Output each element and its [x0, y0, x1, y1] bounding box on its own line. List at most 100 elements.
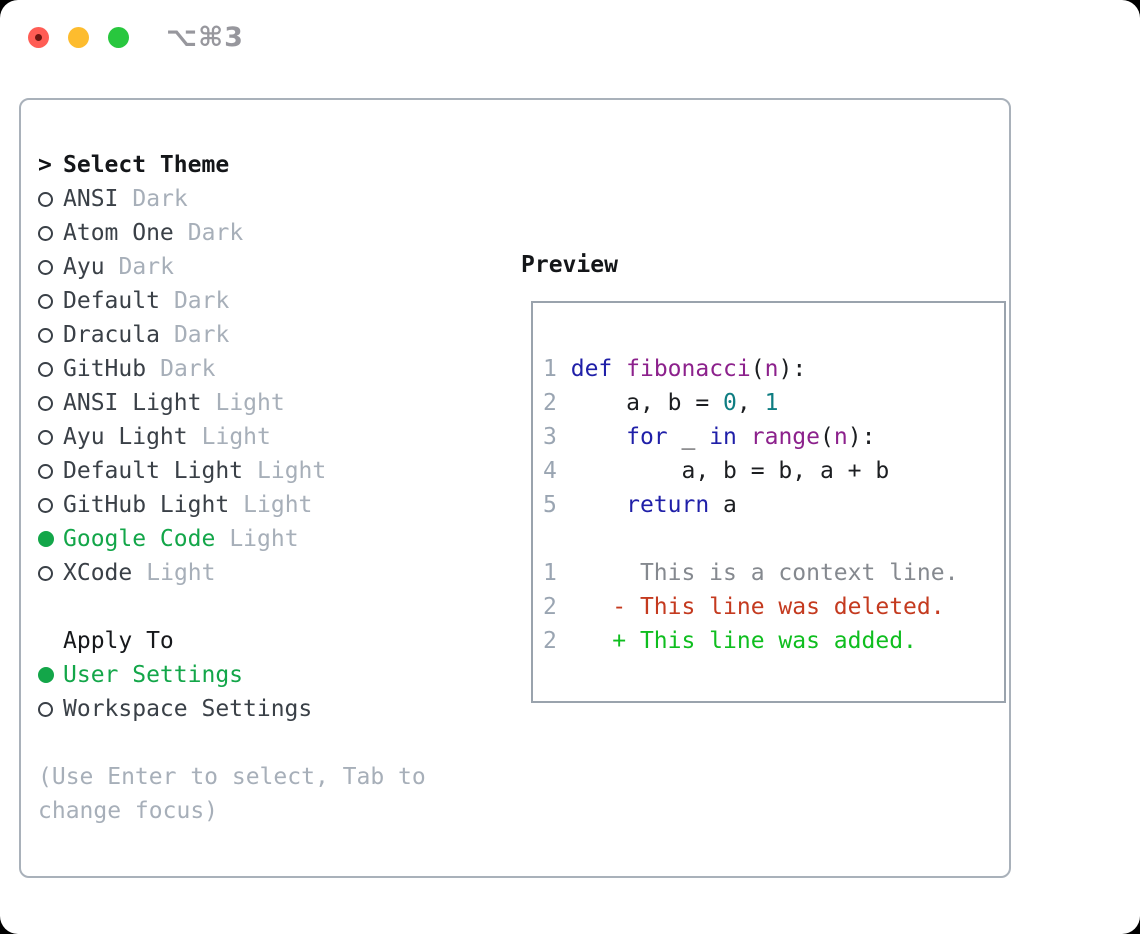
theme-option-xcode-light[interactable]: XCode Light: [38, 556, 426, 590]
radio-icon: [38, 463, 53, 479]
preview-header-label: Preview: [521, 252, 618, 278]
theme-variant: Dark: [187, 220, 244, 246]
line-number: 2: [543, 390, 557, 416]
theme-option-default-dark[interactable]: Default Dark: [38, 284, 426, 318]
code-token: a: [709, 492, 737, 518]
radio-icon: [38, 395, 53, 411]
apply-option-label: User Settings: [63, 662, 244, 688]
line-number: 2: [543, 594, 557, 620]
theme-variant: Light: [229, 526, 299, 552]
code-token: (: [750, 356, 765, 382]
close-button-icon[interactable]: [28, 27, 49, 48]
code-token: [557, 492, 626, 518]
selection-caret-icon: >: [38, 152, 52, 178]
diff-context-text: This is a context line.: [556, 560, 959, 586]
theme-variant: Light: [146, 560, 216, 586]
theme-option-atom-one-dark[interactable]: Atom One Dark: [38, 216, 426, 250]
theme-option-ansi-dark[interactable]: ANSI Dark: [38, 182, 426, 216]
blank-line: [543, 318, 1004, 352]
radio-selected-icon: [38, 667, 54, 683]
theme-name: Ayu Light: [63, 424, 188, 450]
theme-option-default-light[interactable]: Default Light Light: [38, 454, 426, 488]
code-token: for: [626, 424, 668, 450]
theme-variant: Dark: [132, 186, 188, 212]
code-token: a, b = b, a + b: [556, 458, 890, 484]
radio-icon: [38, 327, 53, 343]
theme-name: GitHub: [63, 356, 147, 382]
code-line: 3 for _ in range(n):: [543, 420, 1004, 454]
theme-name: Ayu: [63, 254, 105, 280]
radio-icon: [38, 293, 53, 309]
diff-deleted-text: - This line was deleted.: [556, 594, 945, 620]
theme-variant: Dark: [160, 356, 216, 382]
window-title-shortcut: ⌥⌘3: [166, 22, 244, 53]
theme-option-dracula-dark[interactable]: Dracula Dark: [38, 318, 426, 352]
code-token: (: [820, 424, 834, 450]
select-theme-header: > Select Theme: [38, 148, 426, 182]
theme-variant: Light: [201, 424, 271, 450]
diff-context-line: 1 This is a context line.: [543, 556, 1004, 590]
code-token: [557, 424, 626, 450]
theme-name: ANSI Light: [63, 390, 202, 416]
theme-option-github-dark[interactable]: GitHub Dark: [38, 352, 426, 386]
keyboard-hint-line1: (Use Enter to select, Tab to: [38, 764, 426, 790]
radio-icon: [38, 259, 53, 275]
apply-to-header-label: Apply To: [63, 628, 174, 654]
code-token: 0: [723, 390, 737, 416]
code-token: def: [570, 356, 613, 382]
code-token: range: [750, 424, 821, 450]
apply-option-workspace-settings[interactable]: Workspace Settings: [38, 692, 426, 726]
line-number: 1: [543, 356, 557, 382]
line-number: 5: [543, 492, 557, 518]
theme-name: XCode: [63, 560, 133, 586]
zoom-button-icon[interactable]: [108, 27, 129, 48]
radio-icon: [38, 497, 53, 513]
code-token: n: [833, 424, 848, 450]
line-number: 2: [543, 628, 557, 654]
minimize-button-icon[interactable]: [68, 27, 89, 48]
code-token: _: [667, 424, 710, 450]
radio-icon: [38, 361, 53, 377]
theme-option-google-code-light[interactable]: Google Code Light: [38, 522, 426, 556]
diff-added-text: + This line was added.: [556, 628, 917, 654]
theme-variant: Dark: [173, 288, 230, 314]
code-token: a, b =: [556, 390, 724, 416]
code-token: [612, 356, 626, 382]
code-token: in: [709, 424, 737, 450]
preview-box: 1 def fibonacci(n): 2 a, b = 0, 1 3 for …: [531, 301, 1006, 703]
code-token: ,: [736, 390, 765, 416]
radio-icon: [38, 225, 53, 241]
code-line: 4 a, b = b, a + b: [543, 454, 1004, 488]
theme-option-ansi-light[interactable]: ANSI Light Light: [38, 386, 426, 420]
theme-variant: Light: [243, 492, 313, 518]
theme-option-ayu-light[interactable]: Ayu Light Light: [38, 420, 426, 454]
code-line: 1 def fibonacci(n):: [543, 352, 1004, 386]
apply-option-user-settings[interactable]: User Settings: [38, 658, 426, 692]
theme-name: Default Light: [63, 458, 244, 484]
radio-icon: [38, 429, 53, 445]
theme-variant: Dark: [118, 254, 174, 280]
code-line: 5 return a: [543, 488, 1004, 522]
code-token: [737, 424, 751, 450]
theme-variant: Light: [215, 390, 285, 416]
theme-option-ayu-dark[interactable]: Ayu Dark: [38, 250, 426, 284]
code-token: [557, 356, 571, 382]
radio-icon: [38, 565, 53, 581]
radio-icon: [38, 191, 53, 207]
code-token: ):: [847, 424, 876, 450]
theme-name: ANSI: [63, 186, 119, 212]
diff-added-line: 2 + This line was added.: [543, 624, 1004, 658]
apply-to-header: Apply To: [38, 624, 426, 658]
theme-option-github-light[interactable]: GitHub Light Light: [38, 488, 426, 522]
spacer: [38, 590, 426, 624]
theme-name: Default: [63, 288, 160, 314]
diff-deleted-line: 2 - This line was deleted.: [543, 590, 1004, 624]
code-token: 1: [764, 390, 779, 416]
line-number: 4: [543, 458, 557, 484]
code-line: 2 a, b = 0, 1: [543, 386, 1004, 420]
line-number: 1: [543, 560, 557, 586]
theme-list: > Select Theme ANSI Dark Atom One Dark A…: [38, 148, 426, 828]
apply-option-label: Workspace Settings: [63, 696, 313, 722]
theme-selector-panel: > Select Theme ANSI Dark Atom One Dark A…: [19, 98, 1011, 878]
